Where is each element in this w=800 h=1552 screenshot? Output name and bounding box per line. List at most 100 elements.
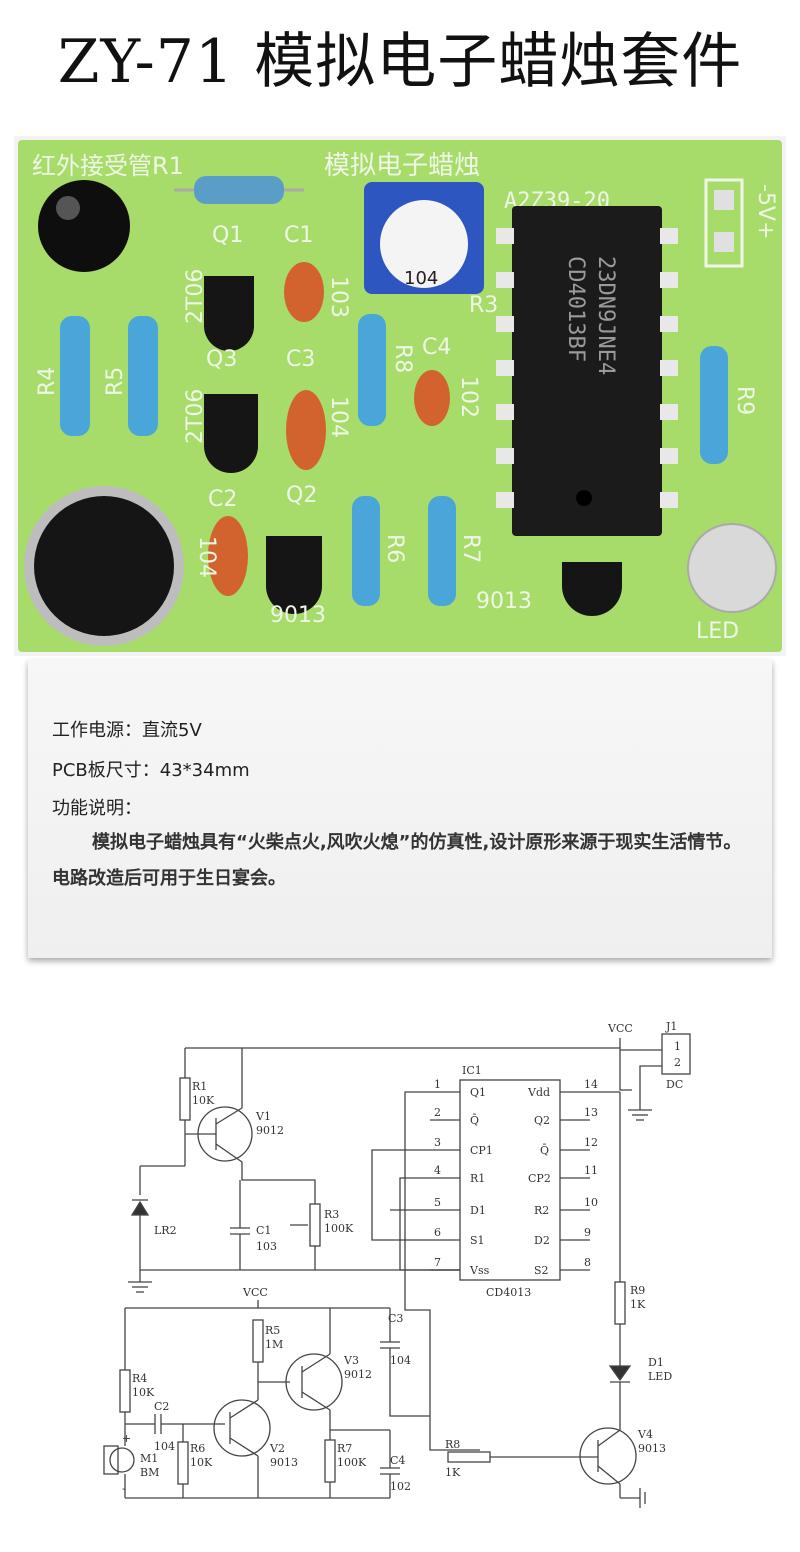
v2-collector-lead xyxy=(229,1399,259,1419)
spec-power: 工作电源：直流5V xyxy=(52,720,202,741)
label-v1: V1 xyxy=(255,1110,271,1123)
label-m1-minus: - xyxy=(122,1482,126,1495)
c4-capacitor xyxy=(414,370,450,426)
label-v4-val: 9013 xyxy=(638,1442,666,1455)
silk-r8: R8 xyxy=(390,344,415,373)
label-m1-val: BM xyxy=(140,1466,159,1479)
ir-receiver xyxy=(38,180,130,272)
v2-emitter-lead xyxy=(229,1437,259,1457)
pcb-silk-title: 模拟电子蜡烛 xyxy=(324,151,480,181)
spec-card: 工作电源：直流5V PCB板尺寸：43*34mm 功能说明： 模拟电子蜡烛具有“… xyxy=(28,660,772,958)
label-v3: V3 xyxy=(343,1354,359,1367)
ic-right-pin-name: Vdd xyxy=(527,1086,550,1099)
silk-r5: R5 xyxy=(103,367,128,396)
spec-function-text: 模拟电子蜡烛具有“火柴点火,风吹火熄”的仿真性,设计原形来源于现实生活情节。电路… xyxy=(52,832,742,889)
ic-marking-2: CD4013BF xyxy=(563,256,588,362)
label-lr2: LR2 xyxy=(154,1224,177,1237)
pcb-photo: 红外接受管R1 模拟电子蜡烛 A2Z39-20 -5V+ 104 23DN9JN… xyxy=(14,136,786,656)
label-v1-val: 9012 xyxy=(256,1124,284,1137)
label-v2: V2 xyxy=(269,1442,285,1455)
silk-c2-val: 104 xyxy=(194,536,219,578)
pcb-silk-ir-receiver: 红外接受管R1 xyxy=(32,152,184,180)
q3-transistor xyxy=(204,394,258,473)
label-m1: M1 xyxy=(140,1452,158,1465)
wire-c3-bottom xyxy=(389,1348,430,1417)
r9-resistor xyxy=(700,346,728,464)
label-r6-val: 10K xyxy=(190,1456,213,1469)
ic-right-pin-name: R2 xyxy=(534,1204,549,1217)
ic-right-pin-num: 14 xyxy=(584,1078,598,1091)
trim-pot-label: 104 xyxy=(404,268,438,289)
silk-r7: R7 xyxy=(458,534,483,563)
ic-left-pin-num: 1 xyxy=(434,1078,441,1091)
r9-symbol xyxy=(614,1281,626,1325)
j1-connector xyxy=(661,1033,691,1075)
r5-symbol xyxy=(252,1319,264,1363)
r3-symbol xyxy=(309,1203,321,1247)
label-r1-val: 10K xyxy=(192,1094,215,1107)
ic-right-pin-name: Q̄ xyxy=(540,1144,549,1157)
ic-right-pin-name: Q2 xyxy=(534,1114,550,1127)
c2-capacitor xyxy=(208,516,248,596)
ic-right-pin-name: D2 xyxy=(534,1234,550,1247)
power-pin-plus xyxy=(714,190,734,210)
silk-c3-val: 104 xyxy=(326,396,351,438)
c3-capacitor xyxy=(286,390,326,470)
spec-function-heading: 功能说明： xyxy=(52,798,142,819)
silk-q1-type: 2T06 xyxy=(183,269,208,324)
q4-transistor xyxy=(562,562,622,616)
v4-symbol xyxy=(579,1427,637,1485)
m1-capsule xyxy=(109,1447,135,1473)
page-title: ZY-71 模拟电子蜡烛套件 xyxy=(57,27,743,97)
label-r5: R5 xyxy=(265,1324,280,1337)
label-c3: C3 xyxy=(388,1312,403,1325)
power-pin-minus xyxy=(714,232,734,252)
v2-symbol xyxy=(213,1399,271,1457)
label-r4: R4 xyxy=(132,1372,147,1385)
r5-resistor xyxy=(128,316,158,436)
ic-left-pin-num: 4 xyxy=(434,1164,441,1177)
ic-right-pin-name: S2 xyxy=(534,1264,549,1277)
label-j1: J1 xyxy=(665,1020,677,1033)
wire-ic-pin3 xyxy=(371,1149,460,1241)
label-r9-val: 1K xyxy=(630,1298,646,1311)
label-c2-val: 104 xyxy=(154,1440,175,1453)
ic-left-pin-name: Vss xyxy=(469,1264,490,1277)
wire-ic-pin4 xyxy=(399,1177,460,1271)
label-v3-val: 9012 xyxy=(344,1368,372,1381)
label-d1: D1 xyxy=(648,1356,664,1369)
r8-resistor xyxy=(358,314,386,426)
silk-r9: R9 xyxy=(732,386,757,415)
label-c3-val: 104 xyxy=(390,1354,411,1367)
label-c1: C1 xyxy=(256,1224,271,1237)
ic-left-pin-num: 6 xyxy=(434,1226,441,1239)
label-r3-val: 100K xyxy=(324,1222,354,1235)
ic-right-pin-name: CP2 xyxy=(528,1172,551,1185)
ic-marking-1: 23DN9JNE4 xyxy=(593,256,618,375)
label-j1-pin1: 1 xyxy=(674,1040,681,1053)
r1-symbol xyxy=(179,1077,191,1121)
silk-q3-type: 2T06 xyxy=(183,389,208,444)
led xyxy=(687,523,777,613)
v4-collector-lead xyxy=(597,1429,621,1447)
ic-pins xyxy=(496,228,678,508)
label-c4-val: 102 xyxy=(390,1480,411,1493)
label-c2: C2 xyxy=(154,1400,169,1413)
ic-left-pin-name: Q̄ xyxy=(470,1114,479,1127)
label-m1-plus: + xyxy=(122,1432,131,1445)
label-v2-val: 9013 xyxy=(270,1456,298,1469)
ic-left-pin-name: S1 xyxy=(470,1234,485,1247)
ic-right-pin-num: 11 xyxy=(584,1164,598,1177)
label-j1-name: DC xyxy=(666,1078,683,1091)
v4-emitter-lead xyxy=(597,1465,621,1485)
wire-v1-collector xyxy=(241,1162,316,1204)
lr2-diode xyxy=(130,1200,150,1216)
ic-left-pin-name: D1 xyxy=(470,1204,486,1217)
silk-q4-type: 9013 xyxy=(476,589,532,614)
silk-r6: R6 xyxy=(382,534,407,563)
label-r3: R3 xyxy=(324,1208,339,1221)
v3-emitter-lead xyxy=(301,1353,331,1373)
r1-body xyxy=(194,176,284,204)
label-v4: V4 xyxy=(637,1428,653,1441)
label-r7: R7 xyxy=(337,1442,352,1455)
